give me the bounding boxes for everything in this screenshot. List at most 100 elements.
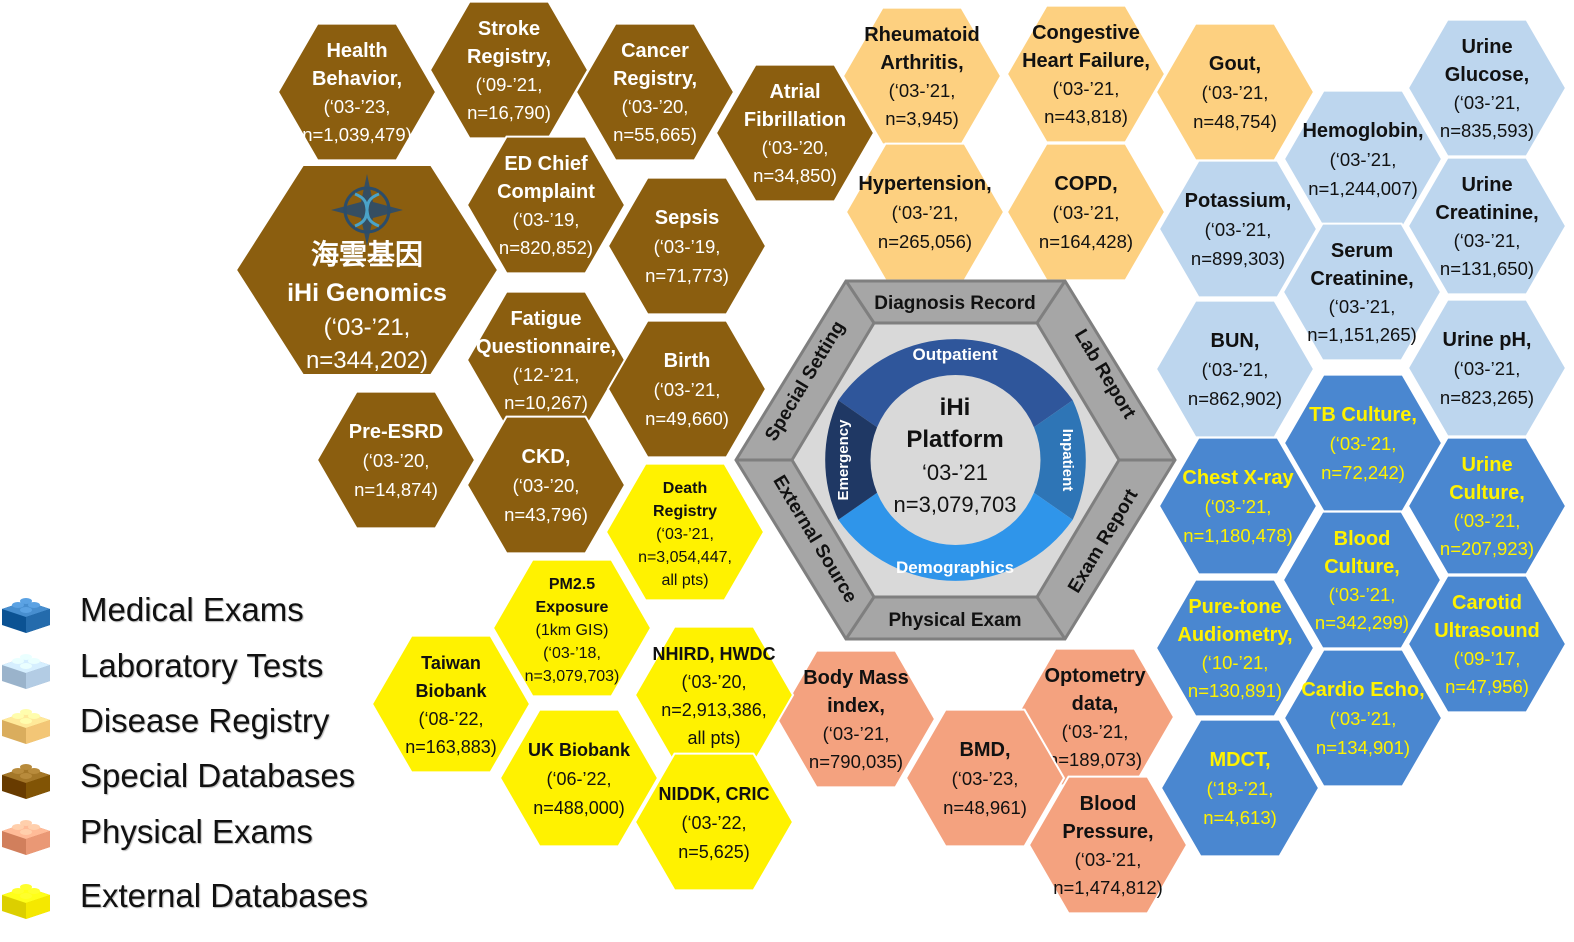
hexagon-detail: (‘03-’21,	[889, 80, 956, 101]
hexagon-mdct: MDCT,(‘18-’21,n=4,613)	[1159, 718, 1321, 858]
hexagon-detail: n=72,242)	[1321, 462, 1405, 483]
hexagon-detail: n=131,650)	[1440, 258, 1534, 279]
hexagon-detail: n=488,000)	[533, 798, 625, 818]
hexagon-shape	[465, 135, 627, 275]
hexagon-title: BMD,	[959, 739, 1010, 761]
hexagon-detail: all pts)	[687, 728, 740, 748]
hexagon-detail: (‘03-’21,	[1330, 708, 1397, 729]
hexagon-detail: n=820,852)	[499, 237, 593, 258]
hexagon-shape	[1406, 436, 1568, 576]
hexagon-detail: (‘03-’21,	[1202, 359, 1269, 380]
hexagon-title: Urine pH,	[1443, 329, 1532, 351]
hexagon-detail: n=164,428)	[1039, 231, 1133, 252]
hexagon-shape	[1027, 775, 1189, 915]
hexagon-title: Glucose,	[1445, 64, 1529, 86]
hexagon-detail: (‘03-’21,	[1062, 721, 1129, 742]
hexagon-detail: (‘03-’21,	[1454, 92, 1521, 113]
hexagon-detail: n=163,883)	[405, 737, 497, 757]
hexagon-detail: n=34,850)	[753, 165, 837, 186]
hexagon-shape	[1157, 436, 1319, 576]
hexagon-shape	[841, 6, 1003, 146]
hexagon-shape	[1159, 718, 1321, 858]
hexagon-pre-esrd: Pre-ESRD(‘03-’20,n=14,874)	[315, 390, 477, 530]
hexagon-detail: n=47,956)	[1445, 676, 1529, 697]
hexagon-title: NHIRD, HWDC	[653, 644, 776, 664]
hexagon-detail: n=342,299)	[1315, 612, 1409, 633]
hexagon-shape	[465, 415, 627, 555]
hexagon-title: CKD,	[522, 446, 571, 468]
hexagon-title: index,	[827, 695, 885, 717]
hexagon-title: Atrial	[769, 81, 820, 103]
hexagon-title: Questionnaire,	[476, 336, 616, 358]
legend-label: Medical Exams	[80, 591, 304, 628]
hexagon-detail: (‘03-’19,	[654, 236, 721, 257]
hexagon-detail: (‘18-’21,	[1207, 778, 1274, 799]
hexagon-title: ED Chief	[504, 153, 588, 175]
hexagon-detail: n=823,265)	[1440, 387, 1534, 408]
hexagon-detail: n=55,665)	[613, 124, 697, 145]
legend-item-laboratory-tests: Laboratory Tests	[0, 641, 400, 697]
hexagon-shape	[1154, 22, 1316, 162]
hexagon-title: Fatigue	[510, 308, 581, 330]
hexagon-detail: (‘03-’21,	[1053, 78, 1120, 99]
hexagon-detail: n=43,796)	[504, 504, 588, 525]
hexagon-title: Death	[663, 480, 707, 497]
hexagon-detail: (‘12-’21,	[513, 364, 580, 385]
ring-label-emergency: Emergency	[835, 419, 852, 501]
hexagon-detail: all pts)	[661, 572, 708, 589]
hexagon-shape	[1154, 299, 1316, 439]
hexagon-shape	[606, 176, 768, 316]
genomics-count: n=344,202)	[306, 347, 428, 374]
hexagon-detail: n=5,625)	[678, 842, 750, 862]
ring-label-inpatient: Inpatient	[1059, 429, 1076, 492]
hexagon-uk-biobank: UK Biobank(‘06-’22,n=488,000)	[498, 708, 660, 848]
hexagon-title: Creatinine,	[1310, 268, 1413, 290]
hexagon-detail: n=16,790)	[467, 102, 551, 123]
hexagon-detail: (‘03-’21,	[1329, 296, 1396, 317]
ring-emergency	[825, 400, 886, 520]
hexagon-shape	[276, 22, 438, 162]
hexagon-title: BUN,	[1211, 330, 1260, 352]
hexagon-nhird-hwdc: NHIRD, HWDC(‘03-’20,n=2,913,386,all pts)	[633, 625, 795, 765]
hexagon-ckd: CKD,(‘03-’20,n=43,796)	[465, 415, 627, 555]
hexagon-shape	[1005, 4, 1167, 144]
hexagon-detail: (‘03-’20,	[363, 450, 430, 471]
hexagon-bmd: BMD,(‘03-’23,n=48,961)	[904, 708, 1066, 848]
hexagon-detail: n=48,961)	[943, 797, 1027, 818]
hexagon-shape	[633, 752, 795, 892]
hexagon-title: Gout,	[1209, 53, 1261, 75]
hexagon-urine-ph: Urine pH,(‘03-’21,n=823,265)	[1406, 298, 1568, 438]
hexagon-title: Audiometry,	[1177, 624, 1292, 646]
hexagon-title: Fibrillation	[744, 109, 846, 131]
hexagon-detail: n=10,267)	[504, 392, 588, 413]
hexagon-title: Optometry	[1044, 665, 1146, 687]
hexagon-title: Serum	[1331, 240, 1393, 262]
hexagon-shape	[604, 462, 766, 602]
hexagon-title: NIDDK, CRIC	[659, 784, 770, 804]
hexagon-detail: (‘03-’18,	[543, 645, 601, 662]
legend-label: External Databases	[80, 877, 368, 914]
hexagon-title: Stroke	[478, 18, 540, 40]
hexagon-chest-x-ray: Chest X-ray(‘03-’21,n=1,180,478)	[1157, 436, 1319, 576]
legend-item-external-databases: External Databases	[0, 871, 400, 927]
hexagon-title: Rheumatoid	[864, 24, 980, 46]
hexagon-title: UK Biobank	[528, 740, 631, 760]
hexagon-title: Registry,	[613, 68, 697, 90]
hexagon-shape	[775, 649, 937, 789]
hexagon-title: Urine	[1461, 454, 1512, 476]
hexagon-shape	[1406, 18, 1568, 158]
hexagon-detail: (‘03-’21,	[1454, 510, 1521, 531]
hexagon-title: Cancer	[621, 40, 689, 62]
hexagon-title: MDCT,	[1209, 749, 1270, 771]
hexagon-title: Culture,	[1449, 482, 1525, 504]
